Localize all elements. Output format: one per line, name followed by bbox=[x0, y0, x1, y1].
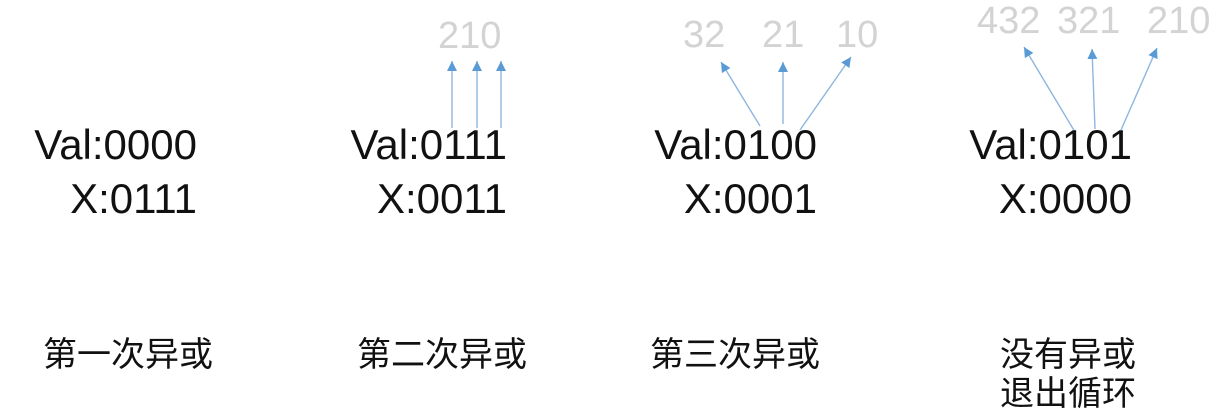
bit-index-label: 32 bbox=[683, 14, 726, 56]
step2-x-text: X:0011 bbox=[377, 175, 507, 222]
bit-index-label: 432 bbox=[977, 0, 1041, 42]
step3-x-text: X:0001 bbox=[683, 175, 817, 222]
step3-caption: 第三次异或 bbox=[650, 337, 820, 374]
step4-values: Val:0101 X:0000 bbox=[955, 118, 1132, 226]
up-arrow-icon bbox=[1087, 48, 1098, 130]
bit-index-label: 210 bbox=[1147, 0, 1211, 42]
step2-values: Val:0111 X:0011 bbox=[330, 118, 507, 226]
bit-index-label: 21 bbox=[762, 14, 805, 56]
step1-caption: 第一次异或 bbox=[43, 337, 213, 374]
step4-val-text: Val:0101 bbox=[969, 121, 1132, 168]
step1-val-text: Val:0000 bbox=[34, 121, 197, 168]
step4-x-text: X:0000 bbox=[998, 175, 1132, 222]
step3-val-text: Val:0100 bbox=[654, 121, 817, 168]
up-arrow-icon bbox=[720, 61, 761, 127]
step2-caption: 第二次异或 bbox=[357, 337, 527, 374]
step2-val-text: Val:0111 bbox=[350, 121, 507, 168]
bit-index-label: 210 bbox=[438, 15, 502, 57]
step1-values: Val:0000 X:0111 bbox=[20, 118, 197, 226]
bit-index-label: 10 bbox=[836, 14, 879, 56]
bit-index-label: 321 bbox=[1057, 0, 1121, 42]
step1-x-text: X:0111 bbox=[70, 175, 197, 222]
step3-values: Val:0100 X:0001 bbox=[640, 118, 817, 226]
step4-caption: 没有异或 退出循环 bbox=[1000, 337, 1136, 413]
